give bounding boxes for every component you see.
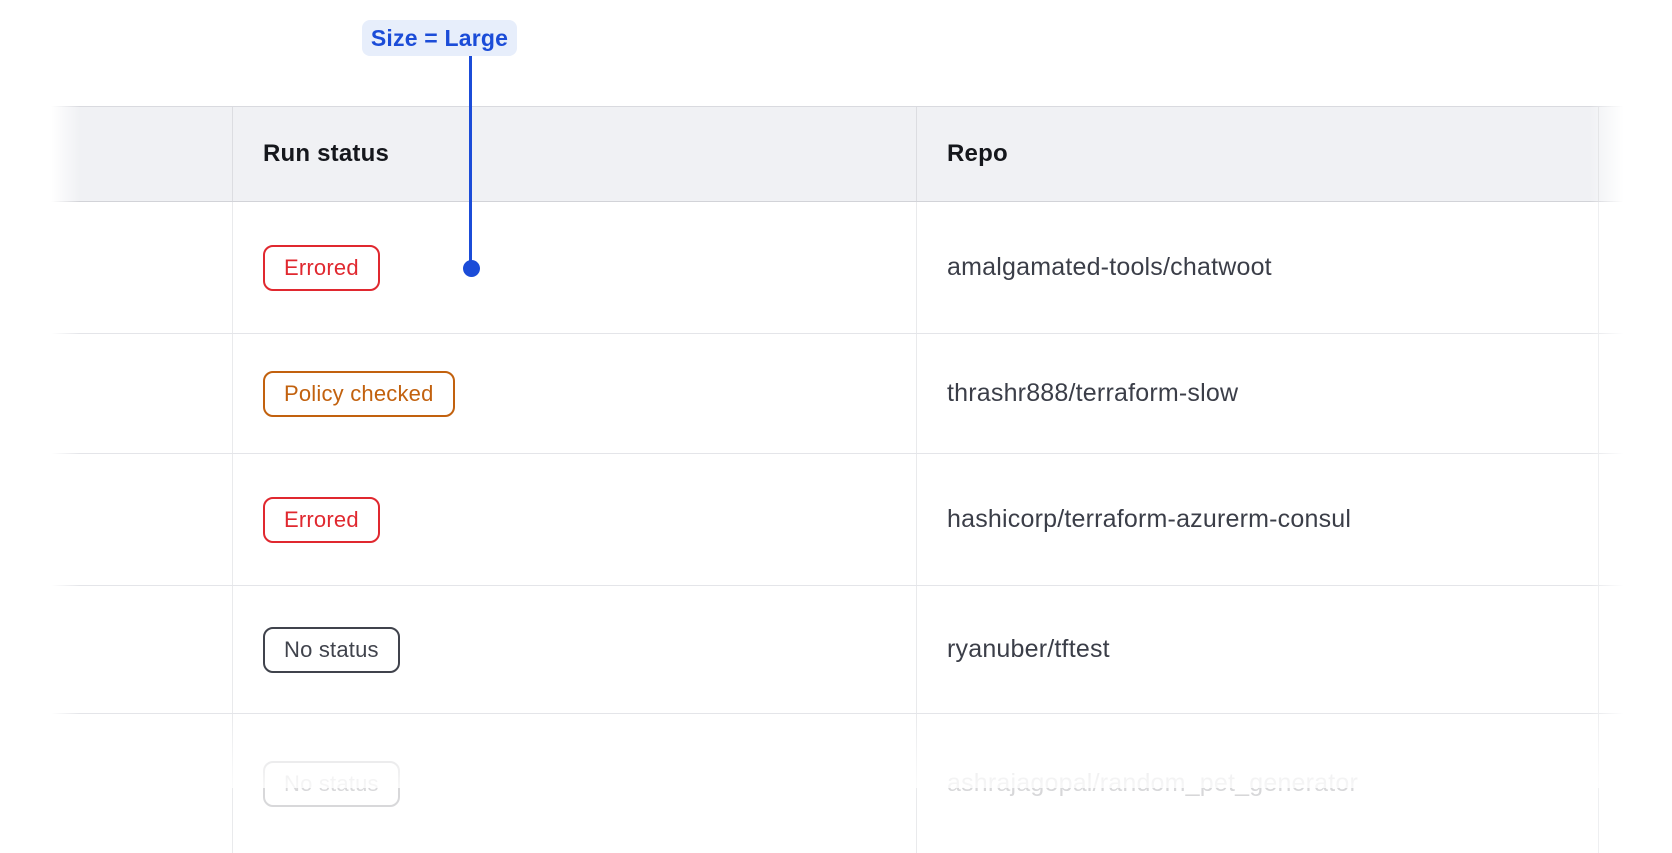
column-header-repo: Repo — [916, 107, 1598, 201]
table-row[interactable]: No status ryanuber/tftest — [44, 585, 1632, 713]
cell-spacer-right — [1598, 586, 1632, 713]
run-status-badge: Errored — [263, 244, 380, 291]
cell-repo: ashrajagopal/random_pet_generator — [916, 714, 1598, 853]
cell-spacer-left — [44, 454, 232, 585]
table-body: Errored amalgamated-tools/chatwoot Polic… — [44, 202, 1632, 853]
repo-name: ryanuber/tftest — [947, 635, 1110, 663]
column-header-spacer-left — [44, 107, 232, 201]
annotation-size-large-badge: Size = Large — [362, 20, 517, 56]
table-row[interactable]: Policy checked thrashr888/terraform-slow — [44, 333, 1632, 453]
cell-spacer-right — [1598, 454, 1632, 585]
repo-name: amalgamated-tools/chatwoot — [947, 253, 1272, 281]
annotation-pointer-dot — [463, 260, 480, 277]
table-row[interactable]: Errored hashicorp/terraform-azurerm-cons… — [44, 453, 1632, 585]
cell-run-status: Policy checked — [232, 334, 916, 453]
cell-spacer-left — [44, 202, 232, 333]
cell-spacer-left — [44, 714, 232, 853]
cell-repo: amalgamated-tools/chatwoot — [916, 202, 1598, 333]
repo-header-label: Repo — [947, 140, 1008, 167]
table-header-row: Run status Repo — [44, 106, 1632, 202]
column-header-run-status: Run status — [232, 107, 916, 201]
cell-spacer-left — [44, 586, 232, 713]
cell-spacer-right — [1598, 714, 1632, 853]
table-row[interactable]: No status ashrajagopal/random_pet_genera… — [44, 713, 1632, 853]
cell-repo: ryanuber/tftest — [916, 586, 1598, 713]
cell-spacer-right — [1598, 334, 1632, 453]
run-status-badge: No status — [263, 760, 400, 807]
column-header-spacer-right — [1598, 107, 1632, 201]
cell-run-status: No status — [232, 586, 916, 713]
cell-run-status: No status — [232, 714, 916, 853]
cell-run-status: Errored — [232, 202, 916, 333]
run-status-badge: No status — [263, 626, 400, 673]
cell-spacer-left — [44, 334, 232, 453]
repo-name: ashrajagopal/random_pet_generator — [947, 769, 1359, 797]
cell-run-status: Errored — [232, 454, 916, 585]
cell-repo: hashicorp/terraform-azurerm-consul — [916, 454, 1598, 585]
run-status-header-label: Run status — [263, 140, 390, 167]
page: Run status Repo Errored amalgamated-tool… — [0, 20, 1672, 853]
table-row[interactable]: Errored amalgamated-tools/chatwoot — [44, 202, 1632, 333]
repo-name: thrashr888/terraform-slow — [947, 379, 1239, 407]
workspaces-table: Run status Repo Errored amalgamated-tool… — [44, 105, 1632, 853]
cell-repo: thrashr888/terraform-slow — [916, 334, 1598, 453]
annotation-label: Size = Large — [370, 24, 509, 51]
run-status-badge: Policy checked — [263, 370, 455, 417]
repo-name: hashicorp/terraform-azurerm-consul — [947, 505, 1352, 533]
annotation-pointer-line — [469, 56, 472, 261]
run-status-badge: Errored — [263, 496, 380, 543]
cell-spacer-right — [1598, 202, 1632, 333]
